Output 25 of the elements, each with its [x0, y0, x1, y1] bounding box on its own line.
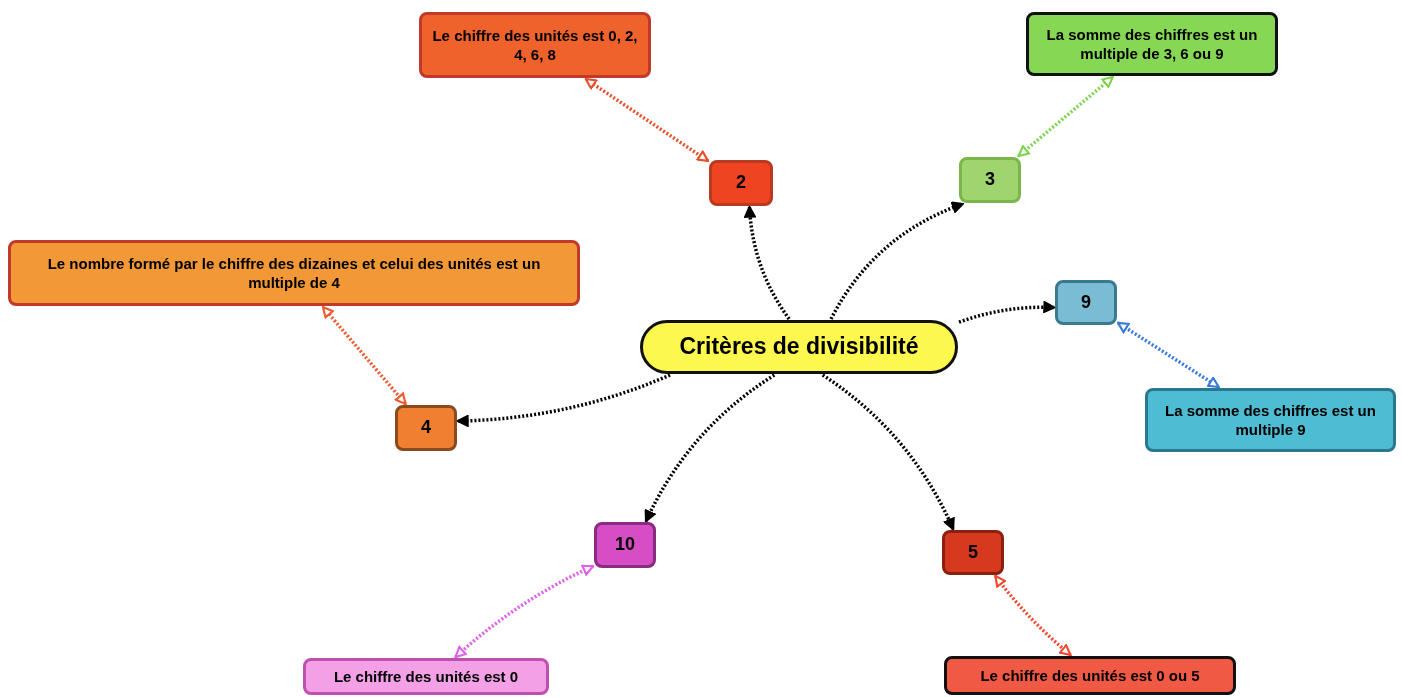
number-box: 3 [959, 157, 1021, 203]
number-box: 5 [942, 530, 1004, 575]
arrow [1017, 75, 1114, 158]
criterion-box: Le nombre formé par le chiffre des dizaines et celui des unités est un multiple de 4 [8, 240, 580, 306]
arrow [993, 574, 1072, 657]
arrow [584, 77, 710, 163]
arrow [456, 373, 671, 427]
number-box: 4 [395, 405, 457, 451]
arrow [644, 373, 776, 523]
arrow [821, 373, 955, 531]
number-box: 10 [594, 522, 656, 568]
topic-box: Critères de divisibilité [640, 320, 958, 374]
arrow [744, 205, 791, 320]
arrow [958, 301, 1056, 324]
criterion-box: La somme des chiffres est un multiple 9 [1145, 388, 1396, 452]
arrow [454, 564, 595, 659]
criterion-box: Le chiffre des unités est 0 [303, 658, 549, 695]
arrow [829, 201, 964, 320]
criterion-box: La somme des chiffres est un multiple de 3, 6 ou 9 [1026, 12, 1278, 76]
criterion-box: Le chiffre des unités est 0, 2, 4, 6, 8 [419, 12, 651, 78]
arrow [1116, 321, 1220, 389]
arrow [321, 305, 407, 406]
number-box: 9 [1055, 280, 1117, 325]
number-box: 2 [709, 160, 773, 206]
criterion-box: Le chiffre des unités est 0 ou 5 [944, 656, 1236, 695]
